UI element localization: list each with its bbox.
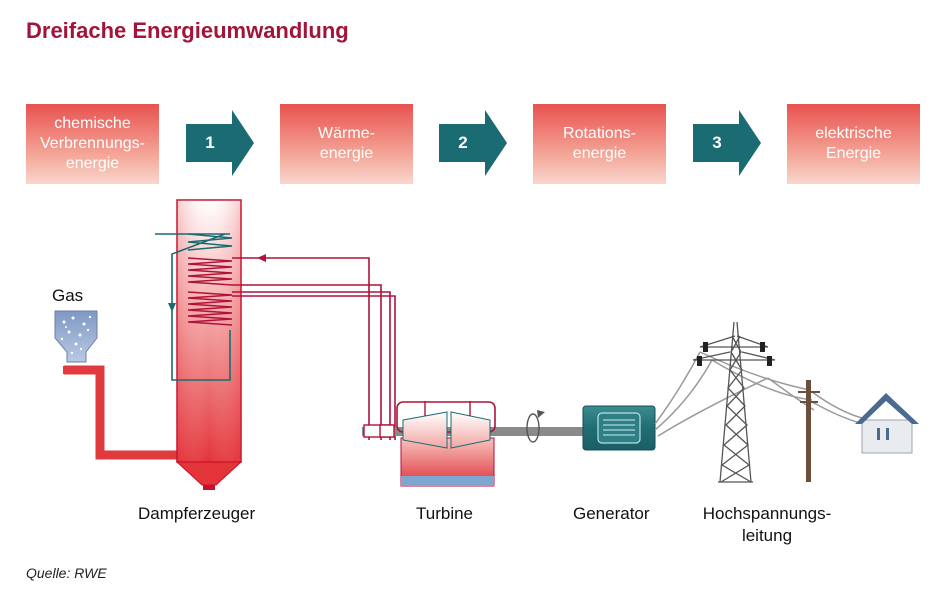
gas-container-icon xyxy=(54,310,98,363)
generator-label: Generator xyxy=(573,504,650,523)
gas-pipe xyxy=(63,365,180,460)
turbine-icon xyxy=(396,401,496,487)
step-number: 1 xyxy=(205,133,215,152)
gas-label: Gas xyxy=(52,286,84,305)
source-note: Quelle: RWE xyxy=(26,565,107,581)
page-title: Dreifache Energieumwandlung xyxy=(26,18,349,43)
house-icon xyxy=(855,393,919,454)
stage-heat-energy: Wärme- energie xyxy=(280,104,413,184)
steam-lines xyxy=(232,254,396,440)
power-pylon-icon xyxy=(692,321,776,483)
step-arrow-2: 2 xyxy=(439,110,507,176)
stage-electric-energy: elektrische Energie xyxy=(787,104,920,184)
arrow-right-icon xyxy=(693,110,761,176)
stage-label: Wärme- energie xyxy=(318,125,375,162)
step-arrow-1: 1 xyxy=(186,110,254,176)
stage-label: elektrische Energie xyxy=(815,125,892,162)
arrow-right-icon xyxy=(186,110,254,176)
power-cables xyxy=(654,351,866,437)
boiler-icon xyxy=(155,199,243,490)
boiler-label: Dampferzeuger xyxy=(138,504,256,523)
stage-label: Rotations- energie xyxy=(563,125,636,162)
stage-chemical-energy: chemische Verbrennungs- energie xyxy=(26,104,159,184)
stage-label: chemische Verbrennungs- energie xyxy=(40,115,145,172)
power-line-label: Hochspannungs- leitung xyxy=(702,504,832,545)
rotation-arrow-icon xyxy=(526,410,545,443)
insulators xyxy=(697,342,772,366)
turbine-label: Turbine xyxy=(416,504,474,523)
stage-rotation-energy: Rotations- energie xyxy=(533,104,666,184)
step-number: 3 xyxy=(712,133,722,152)
arrow-right-icon xyxy=(439,110,507,176)
generator-icon xyxy=(582,405,656,451)
step-number: 2 xyxy=(458,133,468,152)
step-arrow-3: 3 xyxy=(693,110,761,176)
utility-pole-icon xyxy=(798,380,820,482)
